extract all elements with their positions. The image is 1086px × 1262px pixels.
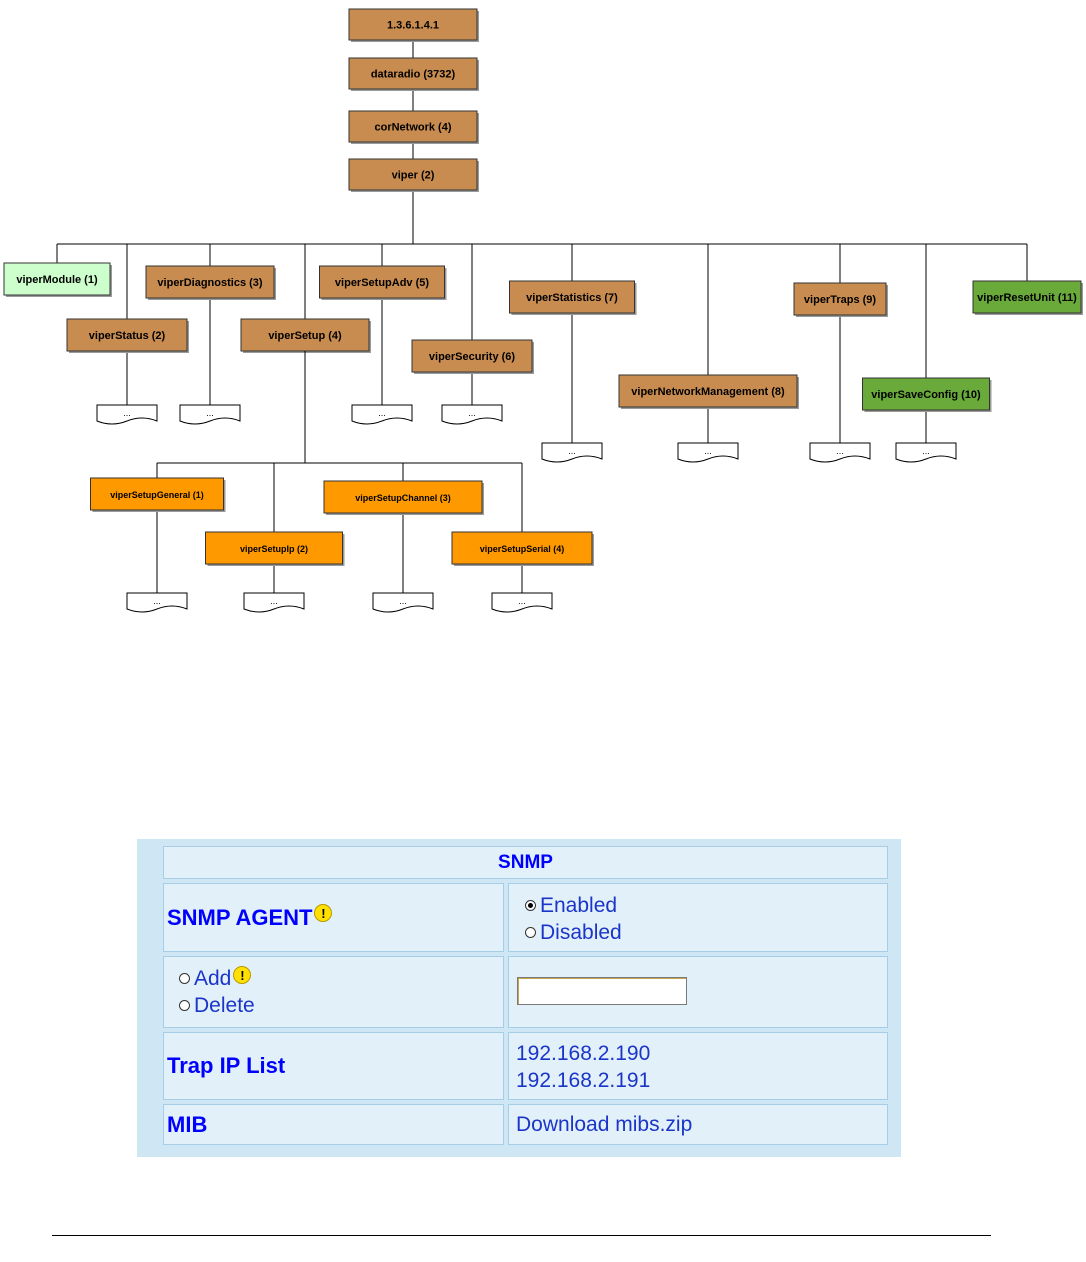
node-viperSetupGeneral-label: viperSetupGeneral (1) — [110, 490, 204, 500]
trap-ip-list-cell: 192.168.2.190 192.168.2.191 — [508, 1032, 888, 1100]
svg-text:...: ... — [270, 596, 278, 606]
agent-disabled-option[interactable]: Disabled — [525, 919, 887, 946]
agent-enabled-option[interactable]: Enabled — [525, 892, 887, 919]
mib-label: MIB — [167, 1111, 208, 1137]
trap-delete-option[interactable]: Delete — [179, 992, 503, 1019]
warning-icon: ! — [314, 903, 333, 922]
svg-text:...: ... — [704, 446, 712, 456]
mib-download-link[interactable]: Download mibs.zip — [516, 1113, 693, 1136]
leaf-viperStatus: ... — [96, 404, 158, 425]
svg-text:...: ... — [123, 408, 131, 418]
svg-text:...: ... — [568, 446, 576, 456]
snmp-agent-options-cell: Enabled Disabled — [508, 883, 888, 952]
node-viperSetupAdv-label: viperSetupAdv (5) — [335, 277, 429, 289]
node-viperStatistics-label: viperStatistics (7) — [526, 292, 618, 304]
leaf-viperDiagnostics: ... — [179, 404, 241, 425]
node-viperSetupChannel-label: viperSetupChannel (3) — [355, 493, 451, 503]
node-viperTraps-label: viperTraps (9) — [804, 294, 876, 306]
radio-add[interactable] — [179, 973, 190, 984]
trap-add-option[interactable]: Add ! — [179, 965, 503, 992]
leaf-viperSetupIp: ... — [243, 592, 305, 613]
node-viperModule-label: viperModule (1) — [16, 274, 98, 286]
snmp-title-cell: SNMP — [163, 846, 888, 879]
trap-ip-entry: 192.168.2.190 — [516, 1042, 651, 1065]
snmp-title: SNMP — [498, 851, 553, 873]
leaf-viperSetupSerial: ... — [491, 592, 553, 613]
node-viperSecurity-label: viperSecurity (6) — [429, 351, 516, 363]
node-viperSetupChannel: viperSetupChannel (3) — [323, 480, 484, 515]
node-viperSetupSerial-label: viperSetupSerial (4) — [480, 544, 565, 554]
svg-text:...: ... — [836, 446, 844, 456]
trap-ip-entry: 192.168.2.191 — [516, 1069, 651, 1092]
trap-ip-list-label: Trap IP List — [167, 1053, 286, 1078]
node-viperStatistics: viperStatistics (7) — [509, 280, 637, 315]
svg-text:...: ... — [378, 408, 386, 418]
chain-node-3: viper (2) — [348, 158, 479, 192]
svg-text:...: ... — [518, 596, 526, 606]
leaf-viperTraps: ... — [809, 442, 871, 463]
chain-node-0-label: 1.3.6.1.4.1 — [387, 20, 439, 32]
leaf-viperSecurity: ... — [441, 404, 503, 425]
radio-disabled[interactable] — [525, 927, 536, 938]
warning-icon: ! — [233, 965, 252, 984]
leaf-viperSetupGeneral: ... — [126, 592, 188, 613]
snmp-agent-label: SNMP AGENT — [167, 904, 313, 930]
node-viperDiagnostics: viperDiagnostics (3) — [145, 265, 276, 300]
svg-text:...: ... — [922, 446, 930, 456]
agent-disabled-label: Disabled — [540, 921, 622, 944]
chain-node-2-label: corNetwork (4) — [374, 122, 451, 134]
footer-rule — [52, 1235, 991, 1236]
node-viperSetupIp-label: viperSetupIp (2) — [240, 544, 308, 554]
leaf-viperStatistics: ... — [541, 442, 603, 463]
node-viperSetup: viperSetup (4) — [240, 318, 371, 353]
node-viperDiagnostics-label: viperDiagnostics (3) — [157, 277, 262, 289]
node-viperStatus: viperStatus (2) — [66, 318, 189, 353]
chain-node-2: corNetwork (4) — [348, 110, 479, 144]
snmp-panel: SNMP SNMP AGENT ! Enabled Disabled Add !… — [137, 839, 901, 1157]
node-viperSetupSerial: viperSetupSerial (4) — [451, 531, 594, 566]
agent-enabled-label: Enabled — [540, 894, 618, 917]
node-viperStatus-label: viperStatus (2) — [89, 330, 166, 342]
node-viperSetup-label: viperSetup (4) — [268, 330, 342, 342]
svg-text:...: ... — [468, 408, 476, 418]
mib-label-cell: MIB — [163, 1104, 504, 1145]
node-viperResetUnit: viperResetUnit (11) — [972, 280, 1083, 315]
chain-node-0: 1.3.6.1.4.1 — [348, 8, 479, 42]
trap-ip-list-label-cell: Trap IP List — [163, 1032, 504, 1100]
chain-node-1-label: dataradio (3732) — [371, 69, 456, 81]
radio-enabled[interactable] — [525, 900, 536, 911]
leaf-viperSaveConfig: ... — [895, 442, 957, 463]
svg-text:...: ... — [153, 596, 161, 606]
svg-text:...: ... — [206, 408, 214, 418]
node-viperSetupIp: viperSetupIp (2) — [205, 531, 345, 566]
node-viperNetworkManagement-label: viperNetworkManagement (8) — [631, 386, 785, 398]
trap-ip-input-cell — [508, 956, 888, 1028]
mib-download-cell: Download mibs.zip — [508, 1104, 888, 1145]
node-viperModule: viperModule (1) — [3, 262, 112, 297]
node-viperSetupAdv: viperSetupAdv (5) — [319, 265, 447, 300]
node-viperSaveConfig-label: viperSaveConfig (10) — [871, 389, 981, 401]
leaf-viperSetupAdv: ... — [351, 404, 413, 425]
node-viperNetworkManagement: viperNetworkManagement (8) — [618, 374, 799, 409]
trap-delete-label: Delete — [194, 994, 255, 1017]
radio-delete[interactable] — [179, 1000, 190, 1011]
chain-node-1: dataradio (3732) — [348, 57, 479, 91]
node-viperTraps: viperTraps (9) — [793, 282, 888, 317]
trap-add-label: Add — [194, 967, 232, 990]
mib-tree-diagram: 1.3.6.1.4.1 dataradio (3732) corNetwork (4… — [3, 8, 1083, 613]
svg-text:...: ... — [399, 596, 407, 606]
node-viperSetupGeneral: viperSetupGeneral (1) — [90, 477, 226, 512]
trap-action-cell: Add ! Delete — [163, 956, 504, 1028]
snmp-agent-label-cell: SNMP AGENT ! — [163, 883, 504, 952]
node-viperSecurity: viperSecurity (6) — [411, 339, 534, 374]
node-viperResetUnit-label: viperResetUnit (11) — [977, 292, 1077, 304]
leaf-viperNetworkManagement: ... — [677, 442, 739, 463]
leaf-viperSetupChannel: ... — [372, 592, 434, 613]
trap-ip-input[interactable] — [517, 977, 687, 1005]
chain-node-3-label: viper (2) — [392, 170, 435, 182]
node-viperSaveConfig: viperSaveConfig (10) — [862, 377, 992, 412]
